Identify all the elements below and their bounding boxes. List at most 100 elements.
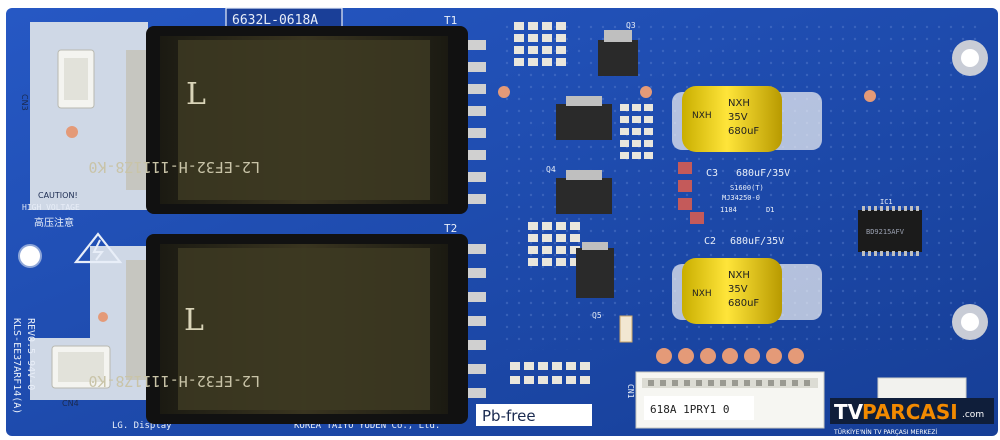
diode-sub: MJ34250-0 — [722, 194, 760, 202]
lg-label: LG. Display — [112, 421, 172, 431]
diode-label: S1600(T) — [730, 184, 764, 192]
q4-label: Q4 — [546, 165, 556, 174]
smd-resistor — [538, 362, 548, 370]
smd-resistor — [632, 152, 641, 159]
smd-resistor — [570, 246, 580, 254]
mounting-hole-left — [18, 244, 42, 268]
copper-pad — [722, 348, 738, 364]
svg-text:35V: 35V — [728, 284, 748, 295]
smd-components — [510, 22, 704, 384]
smd-resistor — [524, 362, 534, 370]
transformer-pin — [468, 364, 486, 374]
mounting-hole-bottom-right — [952, 304, 988, 340]
copper-pad — [700, 348, 716, 364]
svg-text:35V: 35V — [728, 112, 748, 123]
ic-pin — [874, 251, 877, 256]
ic-pin — [886, 251, 889, 256]
test-pad-row — [498, 86, 876, 364]
t2-mark: L — [184, 303, 204, 338]
cn1-pin — [696, 380, 702, 386]
ic-pin — [886, 206, 889, 211]
cn1-pin — [684, 380, 690, 386]
t1-label: T1 — [444, 14, 457, 27]
ic-pin — [904, 251, 907, 256]
cn1-pin — [768, 380, 774, 386]
connector-cn4 — [51, 312, 111, 389]
svg-text:NXH: NXH — [692, 111, 712, 121]
transformer-pin — [468, 62, 486, 72]
cn1-pin — [804, 380, 810, 386]
copper-pad — [788, 348, 804, 364]
pbfree-box — [476, 404, 592, 426]
smd-resistor — [556, 258, 566, 266]
c2-label: C2 — [704, 236, 716, 247]
smd-resistor — [528, 234, 538, 242]
d1-label: D1 — [766, 206, 774, 214]
smd-resistor — [570, 258, 580, 266]
cn1-pin — [720, 380, 726, 386]
c3-label: C3 — [706, 168, 718, 179]
cn1-pin — [780, 380, 786, 386]
smd-resistor — [542, 22, 552, 30]
ic-pin — [910, 206, 913, 211]
smd-resistor — [620, 152, 629, 159]
q5-label: Q5 — [592, 311, 602, 320]
t1-code: L2-EF32-H-1111Z8-K0 — [88, 158, 260, 176]
smd-resistor — [542, 222, 552, 230]
fuse — [619, 315, 633, 343]
ic-pin — [910, 251, 913, 256]
ic-pin — [880, 251, 883, 256]
ic-pin — [880, 206, 883, 211]
smd-resistor — [620, 140, 629, 147]
cn1-pin — [660, 380, 666, 386]
c3-rating: 680uF/35V — [736, 168, 790, 179]
ic-pin — [874, 206, 877, 211]
logo-brand-a: TV — [834, 400, 864, 424]
smd-resistor — [542, 46, 552, 54]
ic-pin — [892, 206, 895, 211]
transformer-pins — [468, 40, 486, 398]
transformer-pin — [468, 84, 486, 94]
smd-resistor — [570, 234, 580, 242]
ic-pin — [916, 251, 919, 256]
svg-text:NXH: NXH — [728, 270, 750, 281]
transformer-pin — [468, 172, 486, 182]
c2-rating: 680uF/35V — [730, 236, 784, 247]
cn1-pin — [732, 380, 738, 386]
controller-ic: BD9215AFV — [858, 206, 922, 256]
smd-resistor — [552, 376, 562, 384]
cn1-pin — [648, 380, 654, 386]
svg-text:NXH: NXH — [728, 98, 750, 109]
smd-resistor — [542, 58, 552, 66]
smd-resistor — [510, 362, 520, 370]
smd-resistor — [528, 258, 538, 266]
connector-cn3 — [57, 49, 95, 138]
svg-text:680uF: 680uF — [728, 126, 759, 137]
smd-resistor — [556, 34, 566, 42]
ic-pin — [868, 251, 871, 256]
smd-resistor — [510, 376, 520, 384]
smd-resistor — [632, 116, 641, 123]
ic-pin — [904, 206, 907, 211]
ic-pin — [862, 206, 865, 211]
smd-resistor — [566, 376, 576, 384]
smd-capacitor — [678, 198, 692, 210]
cn1-pin — [756, 380, 762, 386]
smd-resistor — [620, 128, 629, 135]
mounting-hole-top-right — [952, 40, 988, 76]
code-1184: 1184 — [720, 206, 737, 214]
smd-resistor — [556, 58, 566, 66]
copper-pad — [766, 348, 782, 364]
smd-resistor — [644, 128, 653, 135]
smd-capacitor — [690, 212, 704, 224]
mosfet-q3 — [598, 30, 638, 76]
svg-text:NXH: NXH — [692, 289, 712, 299]
smd-resistor — [528, 58, 538, 66]
sticker — [644, 396, 754, 420]
transformer-pin — [468, 194, 486, 204]
cn4-label: CN4 — [62, 399, 79, 408]
ic-pin — [898, 206, 901, 211]
cn1-label: CN1 — [626, 384, 635, 399]
pbfree-label: Pb-free — [482, 407, 536, 425]
smd-resistor — [528, 22, 538, 30]
